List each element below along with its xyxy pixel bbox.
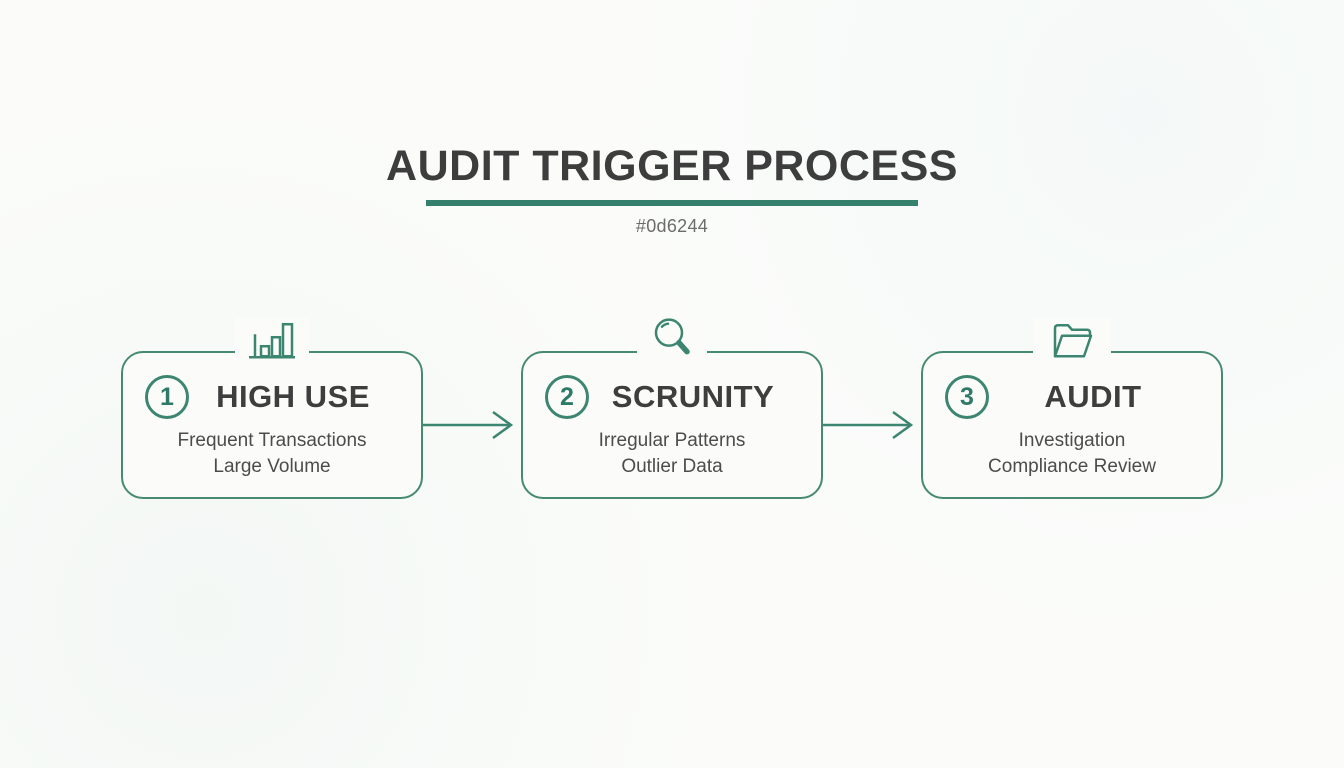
title-underline [426, 200, 918, 206]
step-number-badge: 1 [145, 375, 189, 419]
step-description: Irregular Patterns Outlier Data [523, 428, 821, 480]
bar-chart-icon [248, 318, 296, 360]
step-header-row: 1 HIGH USE [123, 353, 421, 419]
folder-icon [1046, 318, 1098, 360]
subtitle: #0d6244 [635, 216, 709, 236]
description-line: Large Volume [213, 456, 331, 477]
step-heading: SCRUNITY [611, 379, 775, 414]
step-description: Investigation Compliance Review [923, 428, 1221, 480]
description-line: Frequent Transactions [177, 430, 367, 451]
step-card-audit: 3 AUDIT Investigation Compliance Review [921, 317, 1223, 499]
header: AUDIT TRIGGER PROCESS #0d6244 [0, 0, 1344, 237]
step-icon-wrap [235, 317, 309, 360]
description-line: Irregular Patterns [598, 430, 746, 451]
description-line: Investigation [1018, 430, 1126, 451]
step-header-row: 2 SCRUNITY [523, 353, 821, 419]
step-icon-wrap [637, 316, 707, 361]
step-header-row: 3 AUDIT [923, 353, 1221, 419]
description-line: Compliance Review [988, 456, 1156, 477]
step-icon-wrap [1033, 317, 1111, 360]
arrow-connector [823, 409, 921, 441]
step-number-badge: 2 [545, 375, 589, 419]
description-line: Outlier Data [621, 456, 723, 477]
magnifier-icon [650, 316, 694, 360]
step-description: Frequent Transactions Large Volume [123, 428, 421, 480]
step-card-scrunity: 2 SCRUNITY Irregular Patterns Outlier Da… [521, 316, 823, 499]
process-flow: 1 HIGH USE Frequent Transactions Large V… [0, 316, 1344, 499]
step-heading: HIGH USE [216, 379, 370, 414]
step-number-badge: 3 [945, 375, 989, 419]
step-card-high-use: 1 HIGH USE Frequent Transactions Large V… [121, 317, 423, 499]
arrow-connector [423, 409, 521, 441]
step-heading: AUDIT [1044, 379, 1142, 414]
page-title: AUDIT TRIGGER PROCESS [386, 142, 958, 190]
